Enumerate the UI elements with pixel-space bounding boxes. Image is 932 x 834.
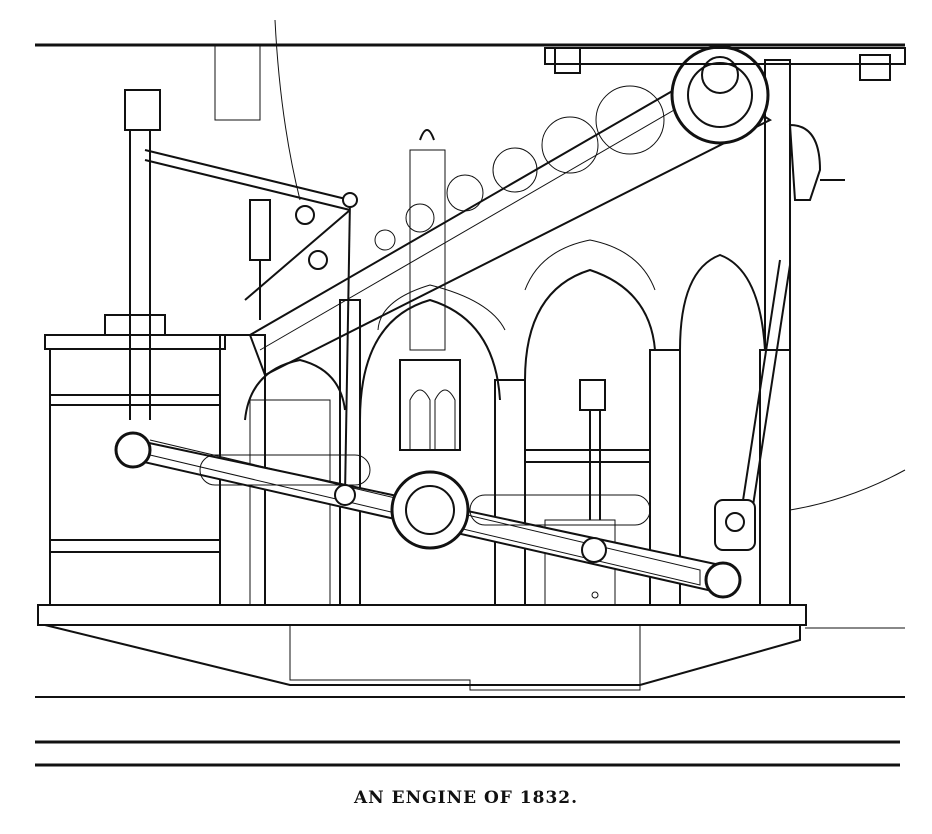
figure-caption: AN ENGINE OF 1832. — [353, 788, 579, 808]
lattice-arm — [248, 73, 773, 377]
gothic-frame — [244, 59, 791, 606]
crank-wheel — [544, 45, 906, 201]
frame-lines — [35, 19, 906, 767]
side-lever — [114, 89, 791, 599]
engine-base — [37, 604, 807, 691]
